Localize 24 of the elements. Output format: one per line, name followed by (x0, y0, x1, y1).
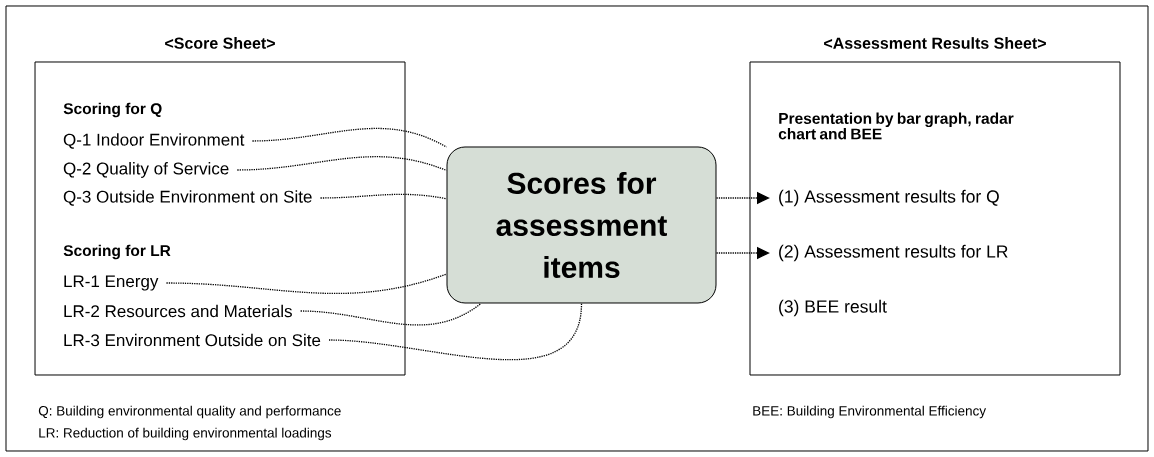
footnote: Q: Building environmental quality and performance (38, 405, 341, 419)
footnote: LR: Reduction of building environmental loadings (39, 427, 332, 441)
section-heading: Presentation by bar graph, radar chart and BEE (778, 112, 1014, 140)
connector (165, 273, 448, 295)
process-box: Scores for assessment items (446, 146, 717, 304)
connector (299, 302, 482, 326)
item-text: LR-1 Energy (64, 275, 159, 291)
item-text: LR-2 Resources and Materials (64, 304, 292, 318)
section-heading: Scoring for LR (63, 244, 171, 260)
connector (319, 193, 448, 200)
sheet-title: <Score Sheet> (165, 37, 275, 49)
footnote: BEE: Building Environmental Efficiency (753, 405, 986, 419)
item-text: (1) Assessment results for Q (779, 189, 999, 207)
item-text: Q-3 Outside Environment on Site (63, 190, 312, 206)
item-text: (2) Assessment results for LR (779, 244, 1008, 262)
item-text: Q-1 Indoor Environment (63, 133, 245, 149)
connector (236, 156, 448, 172)
connector (251, 127, 448, 148)
item-text: LR-3 Environment Outside on Site (64, 333, 321, 347)
sheet-title: <Assessment Results Sheet> (824, 37, 1046, 49)
item-text: Q-2 Quality of Service (63, 162, 229, 178)
section-heading: Scoring for Q (63, 102, 162, 118)
connector (328, 302, 583, 361)
item-text: (3) BEE result (779, 299, 887, 317)
